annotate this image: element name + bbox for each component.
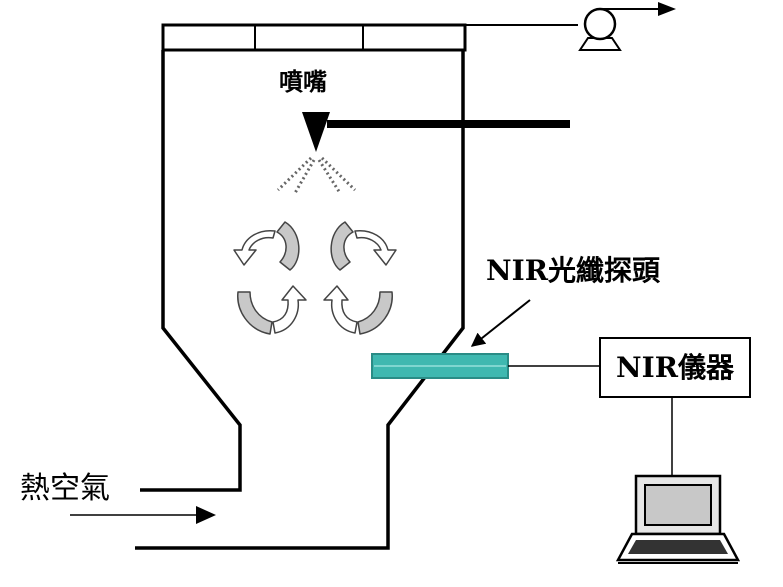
nir-instrument-label: NIR儀器 [616, 350, 734, 384]
nir-probe [371, 353, 509, 379]
spray-pattern [276, 156, 357, 194]
hot-air-label: 熱空氣 [20, 471, 110, 506]
probe-pointer-arrow [470, 299, 531, 347]
laptop-icon [615, 474, 741, 564]
filter-section [161, 23, 467, 52]
circulation-arrows [233, 221, 397, 335]
nozzle-assembly [302, 112, 570, 152]
pump-icon [578, 2, 676, 51]
nozzle-label: 噴嘴 [279, 67, 327, 96]
hot-air-arrow [70, 506, 216, 524]
nozzle-icon [302, 112, 330, 152]
nir-instrument-box: NIR儀器 [599, 337, 751, 398]
probe-label: NIR光纖探頭 [486, 254, 660, 287]
chamber-outline [135, 50, 465, 550]
